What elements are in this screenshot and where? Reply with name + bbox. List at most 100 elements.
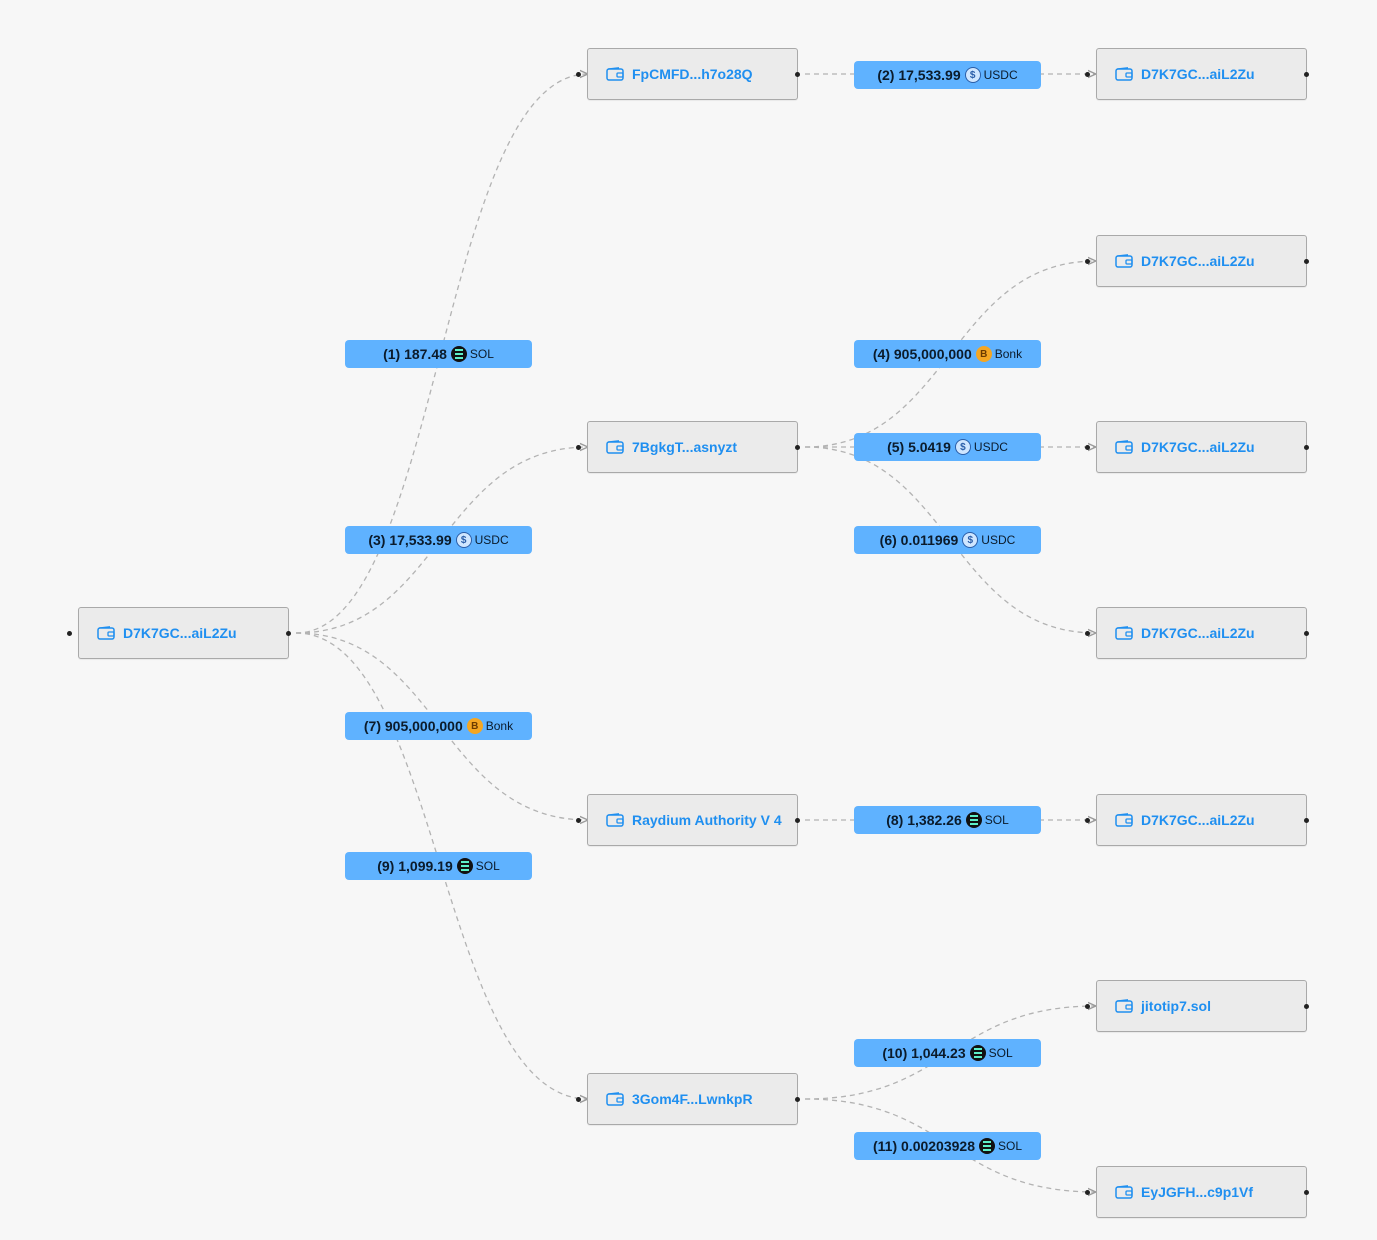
- edge-4: [804, 261, 1096, 448]
- transfer-amount: (2) 17,533.99: [877, 67, 961, 83]
- wallet-node-dest-3[interactable]: D7K7GC...aiL2Zu: [1085, 421, 1309, 473]
- output-port: [1304, 258, 1309, 264]
- node-label: D7K7GC...aiL2Zu: [1141, 625, 1255, 641]
- token-symbol: USDC: [474, 533, 509, 547]
- sol-icon: [978, 1138, 995, 1154]
- node-label: D7K7GC...aiL2Zu: [123, 625, 237, 641]
- edge-3: [295, 447, 588, 634]
- wallet-node-root[interactable]: D7K7GC...aiL2Zu: [67, 607, 291, 659]
- edge-6: [804, 446, 1096, 633]
- transfer-pill-1[interactable]: (1) 187.48 SOL: [345, 340, 532, 368]
- token-symbol: SOL: [984, 813, 1009, 827]
- wallet-icon: [97, 626, 115, 640]
- wallet-icon: [1115, 813, 1133, 827]
- node-label: 3Gom4F...LwnkpR: [632, 1091, 753, 1107]
- transfer-pill-11[interactable]: (11) 0.00203928 SOL: [854, 1132, 1041, 1160]
- node-label: D7K7GC...aiL2Zu: [1141, 439, 1255, 455]
- wallet-node-dest-1[interactable]: D7K7GC...aiL2Zu: [1085, 48, 1309, 100]
- output-port: [1304, 1189, 1309, 1195]
- input-port: [1085, 71, 1090, 77]
- token-symbol: USDC: [973, 440, 1008, 454]
- node-label: jitotip7.sol: [1141, 998, 1211, 1014]
- transfer-pill-6[interactable]: (6) 0.011969 $ USDC: [854, 526, 1041, 554]
- transfer-pill-10[interactable]: (10) 1,044.23 SOL: [854, 1039, 1041, 1067]
- usdc-icon: $: [954, 439, 971, 455]
- usdc-icon: $: [962, 532, 979, 548]
- transfer-pill-7[interactable]: (7) 905,000,000 B Bonk: [345, 712, 532, 740]
- output-port: [795, 71, 800, 77]
- wallet-node-jitotip[interactable]: jitotip7.sol: [1085, 980, 1309, 1032]
- wallet-icon: [606, 67, 624, 81]
- transfer-pill-9[interactable]: (9) 1,099.19 SOL: [345, 852, 532, 880]
- input-port: [67, 630, 72, 636]
- wallet-node-7bgkgt[interactable]: 7BgkgT...asnyzt: [576, 421, 800, 473]
- bonk-icon: B: [466, 718, 483, 734]
- node-label: D7K7GC...aiL2Zu: [1141, 253, 1255, 269]
- input-port: [1085, 630, 1090, 636]
- bonk-icon: B: [975, 346, 992, 362]
- wallet-node-dest-4[interactable]: D7K7GC...aiL2Zu: [1085, 607, 1309, 659]
- transfer-pill-5[interactable]: (5) 5.0419 $ USDC: [854, 433, 1041, 461]
- token-symbol: Bonk: [994, 347, 1023, 361]
- wallet-node-dest-2[interactable]: D7K7GC...aiL2Zu: [1085, 235, 1309, 287]
- input-port: [576, 1096, 581, 1102]
- input-port: [1085, 1003, 1090, 1009]
- token-symbol: USDC: [983, 68, 1018, 82]
- transfer-amount: (8) 1,382.26: [886, 812, 962, 828]
- sol-icon: [969, 1045, 986, 1061]
- wallet-icon: [606, 813, 624, 827]
- transfer-pill-8[interactable]: (8) 1,382.26 SOL: [854, 806, 1041, 834]
- output-port: [795, 817, 800, 823]
- sol-icon: [450, 346, 467, 362]
- transfer-amount: (9) 1,099.19: [377, 858, 453, 874]
- transfer-amount: (3) 17,533.99: [368, 532, 452, 548]
- wallet-node-3gom4f[interactable]: 3Gom4F...LwnkpR: [576, 1073, 800, 1125]
- wallet-node-raydium[interactable]: Raydium Authority V 4: [576, 794, 800, 846]
- node-label: D7K7GC...aiL2Zu: [1141, 66, 1255, 82]
- node-label: Raydium Authority V 4: [632, 812, 782, 828]
- wallet-icon: [1115, 67, 1133, 81]
- node-label: EyJGFH...c9p1Vf: [1141, 1184, 1254, 1200]
- node-label: FpCMFD...h7o28Q: [632, 66, 753, 82]
- edge-1: [295, 74, 588, 634]
- transfer-amount: (5) 5.0419: [887, 439, 951, 455]
- wallet-icon: [1115, 626, 1133, 640]
- token-symbol: SOL: [475, 859, 500, 873]
- output-port: [1304, 1003, 1309, 1009]
- wallet-icon: [1115, 440, 1133, 454]
- sol-icon: [456, 858, 473, 874]
- input-port: [576, 817, 581, 823]
- token-symbol: Bonk: [485, 719, 514, 733]
- token-symbol: SOL: [469, 347, 494, 361]
- output-port: [795, 444, 800, 450]
- transfer-amount: (1) 187.48: [383, 346, 447, 362]
- output-port: [286, 630, 291, 636]
- wallet-icon: [606, 1092, 624, 1106]
- transfer-amount: (6) 0.011969: [879, 532, 959, 548]
- wallet-icon: [1115, 999, 1133, 1013]
- token-symbol: SOL: [997, 1139, 1022, 1153]
- edge-7: [295, 632, 588, 820]
- transfer-amount: (10) 1,044.23: [882, 1045, 966, 1061]
- transfer-pill-3[interactable]: (3) 17,533.99 $ USDC: [345, 526, 532, 554]
- wallet-node-dest-5[interactable]: D7K7GC...aiL2Zu: [1085, 794, 1309, 846]
- wallet-node-eyjgfh[interactable]: EyJGFH...c9p1Vf: [1085, 1166, 1309, 1218]
- usdc-icon: $: [964, 67, 981, 83]
- transfer-amount: (4) 905,000,000: [872, 346, 972, 362]
- wallet-icon: [606, 440, 624, 454]
- sol-icon: [965, 812, 982, 828]
- output-port: [1304, 71, 1309, 77]
- wallet-icon: [1115, 254, 1133, 268]
- transfer-pill-2[interactable]: (2) 17,533.99 $ USDC: [854, 61, 1041, 89]
- node-label: 7BgkgT...asnyzt: [632, 439, 738, 455]
- output-port: [795, 1096, 800, 1102]
- node-label: D7K7GC...aiL2Zu: [1141, 812, 1255, 828]
- wallet-node-fpcmfd[interactable]: FpCMFD...h7o28Q: [576, 48, 800, 100]
- input-port: [1085, 1189, 1090, 1195]
- token-symbol: USDC: [981, 533, 1016, 547]
- transfer-pill-4[interactable]: (4) 905,000,000 B Bonk: [854, 340, 1041, 368]
- transfer-amount: (7) 905,000,000: [363, 718, 463, 734]
- output-port: [1304, 444, 1309, 450]
- token-symbol: SOL: [988, 1046, 1013, 1060]
- input-port: [576, 71, 581, 77]
